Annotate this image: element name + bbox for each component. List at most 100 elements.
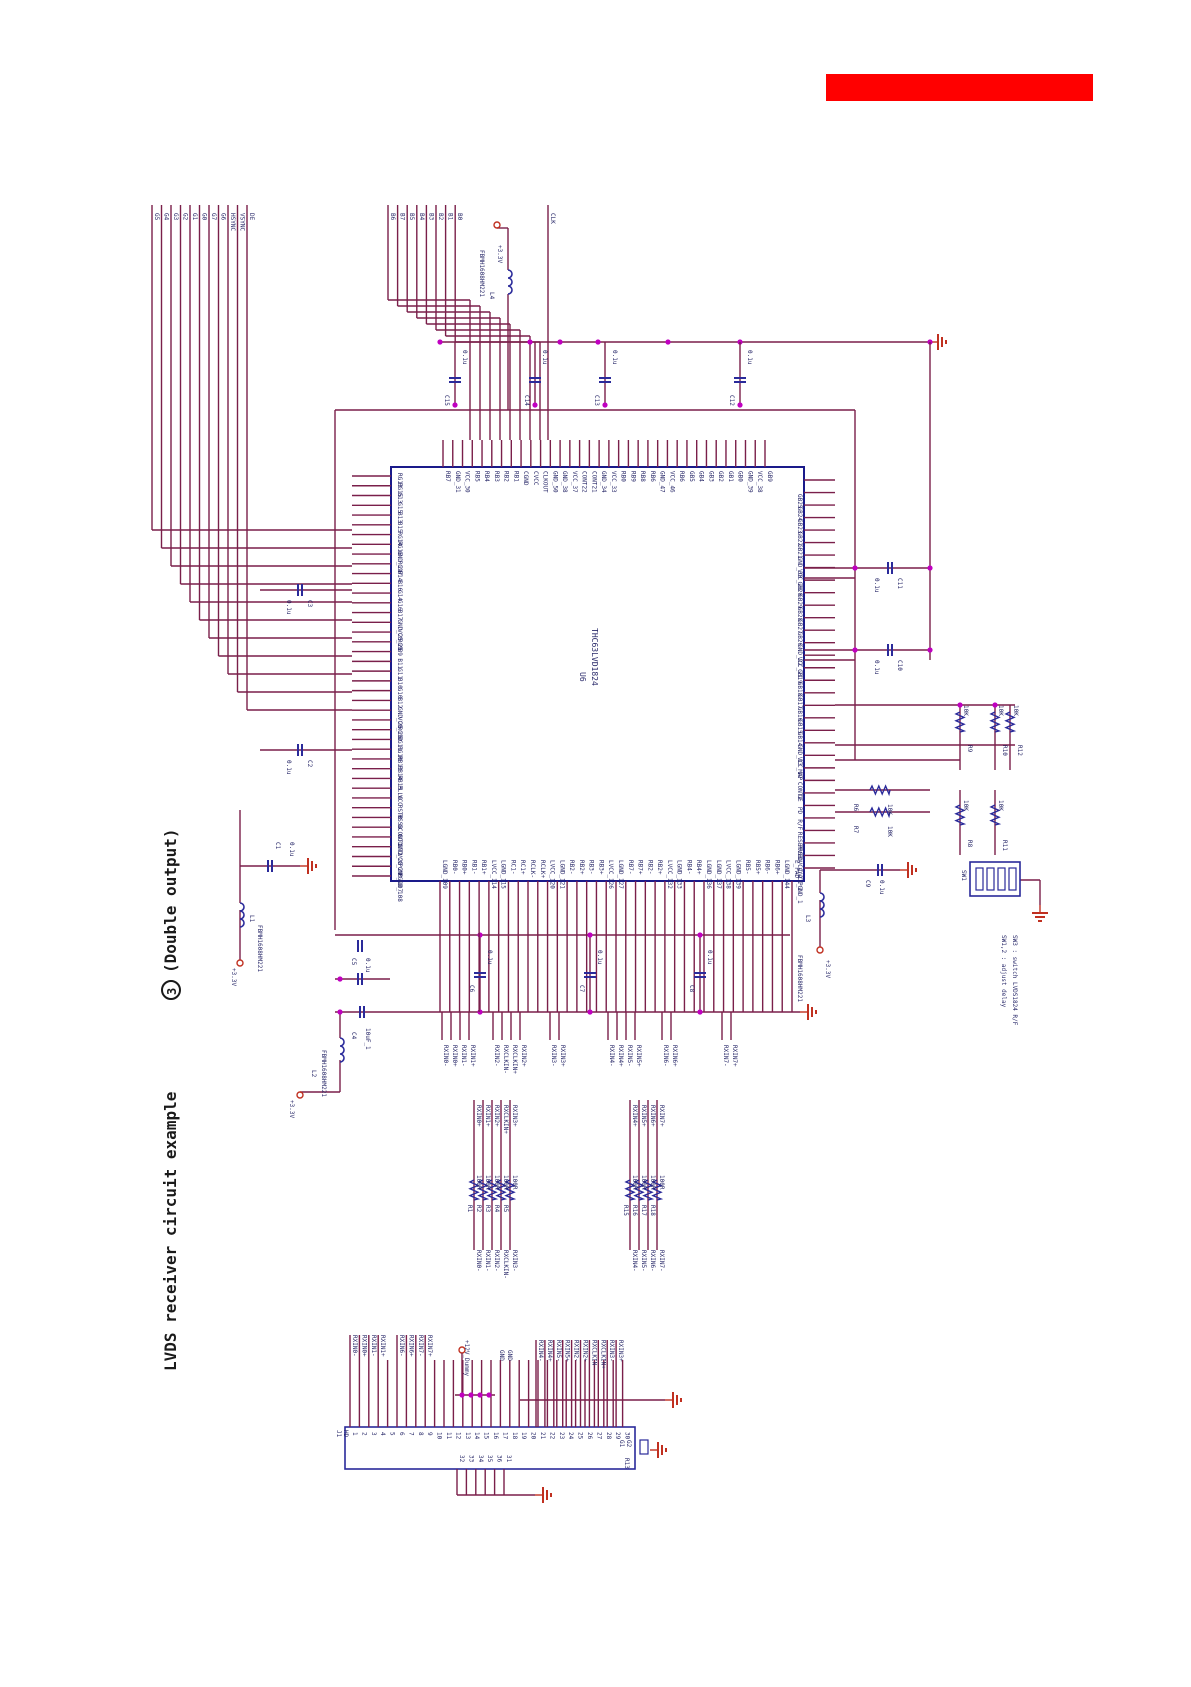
ic-pin-bottom-label: RB1- (470, 860, 477, 874)
power-label: +3.3V (496, 245, 503, 263)
ic-pin-bottom-label: RB7- (627, 860, 634, 874)
bus-net-label: G5 (153, 213, 160, 221)
connector-pin-number: 17 (501, 1432, 508, 1440)
ic-pin-right-label: GB15 (796, 719, 803, 734)
title-badge-circle (161, 980, 181, 1000)
ic-pin-bottom-label: LGND_121 (558, 860, 565, 889)
ferrite-part: FBMH1608HM221 (796, 955, 803, 1002)
bus-net-label: G3 (172, 213, 179, 221)
connector-net-label: RXIN1- (370, 1335, 377, 1357)
cap-value: 0.1u (873, 660, 880, 675)
termination-value: 100R (475, 1175, 482, 1190)
termination-value: 100R (493, 1175, 500, 1190)
ic-pin-top-label: GND_31 (454, 471, 461, 493)
power-label: +3.3V (288, 1100, 295, 1118)
resistor (989, 711, 1002, 733)
cap-ref: C6 (468, 985, 475, 993)
ic-pin-top-label: VCC_46 (668, 471, 675, 493)
ic-pin-bottom-label: LGND_144 (783, 860, 790, 889)
junction-dot (477, 932, 483, 938)
ic-pin-right-label: VCC_28 (796, 569, 803, 591)
cap-ref: C8 (688, 985, 695, 993)
ic-pin-left-label: RSTB (396, 805, 403, 820)
ground-symbol (800, 1004, 817, 1020)
cap-value: 0.1u (541, 350, 548, 365)
cap-ref: C1 (274, 842, 281, 850)
bus-net-label: B3 (427, 213, 434, 221)
junction-dot (852, 565, 858, 571)
bus-net-label: B0 (456, 213, 463, 221)
bus-net-label: HSYNC (229, 213, 236, 231)
ic-pin-bottom-label: RC1- (509, 860, 516, 874)
junction-dot (602, 402, 608, 408)
ic-pin-right-label: GB23 (796, 519, 803, 534)
resistor (642, 1179, 655, 1201)
connector-part: HD (342, 1430, 349, 1438)
bus-net-label: G7 (210, 213, 217, 221)
termination-net-bottom: RXIN7- (658, 1250, 665, 1272)
termination-net-bottom: RXIN6- (649, 1250, 656, 1272)
cap-value: 0.1u (285, 600, 292, 615)
power-label: +3.3V (824, 960, 831, 978)
termination-value: 100R (640, 1175, 647, 1190)
ic-pin-left-label: RG13 (396, 473, 403, 488)
ic-pin-bottom-label: LGND_137 (715, 860, 722, 889)
ic-pin-right-label: GND_13 (796, 744, 803, 766)
ic-ref: U6 (578, 672, 587, 682)
junction-dot (697, 1009, 703, 1015)
ic-pin-left-label: B17 (396, 610, 403, 621)
termination-ref: R16 (631, 1205, 638, 1216)
connector-pin-number: 13 (464, 1432, 471, 1440)
connector-pin-number: 5 (389, 1432, 396, 1436)
cap-ref: C12 (728, 395, 735, 406)
ic-pin-top-label: VCC_33 (610, 471, 617, 493)
ic-pin-left-label: G10 (396, 688, 403, 699)
termination-net-bottom: RXIN1- (484, 1250, 491, 1272)
ic-pin-top-label: RB0 (620, 471, 627, 482)
junction-dot (452, 402, 458, 408)
cap-value: 0.1u (611, 350, 618, 365)
lvds-net-label: RXCLKIN+ (511, 1045, 518, 1074)
lvds-net-label: RXIN0+ (451, 1045, 458, 1067)
resistor-value: 10K (886, 804, 893, 815)
junction-dot (737, 402, 743, 408)
bus-net-label: B7 (399, 213, 406, 221)
junction-dot (459, 1392, 465, 1398)
ic-pin-right-label: PGND_1 (796, 882, 803, 904)
ic-pin-bottom-label: LGND_136 (705, 860, 712, 889)
ic-pin-right-label: GB24 (796, 507, 803, 522)
junction-dot (992, 702, 998, 708)
connector-pin-number: 30 (624, 1432, 631, 1440)
termination-net-top: RXIN2+ (493, 1105, 500, 1127)
ic-pin-right-label: VCC_21 (796, 657, 803, 679)
title-badge: 3 (165, 988, 179, 995)
resistor-ref: R11 (1001, 840, 1008, 851)
ic-pin-left-label: PGND_107 (396, 863, 403, 892)
ic-pin-left-label: RG17 (396, 561, 403, 576)
bus-net-label: B1 (447, 213, 454, 221)
connector-net-label: RXCLKIN- (590, 1340, 597, 1369)
ic-pin-top-label: RB7 (444, 471, 451, 482)
ic-pin-top-label: GND_47 (659, 471, 666, 493)
ic-pin-bottom-label: LGND_127 (617, 860, 624, 889)
resistor-ref: R7 (852, 826, 859, 834)
resistor-ref: R10 (1001, 745, 1008, 756)
connector-pin-number: 23 (558, 1432, 565, 1440)
termination-net-top: RXIN3+ (511, 1105, 518, 1127)
cap-ref: C13 (593, 395, 600, 406)
connector-pin-number: 14 (473, 1432, 480, 1440)
ic-pin-right-label: GB27 (796, 619, 803, 634)
ic-pin-right-label: GB18 (796, 682, 803, 697)
connector-net-label: RXIN5- (555, 1340, 562, 1362)
termination-value: 100R (502, 1175, 509, 1190)
inductor (819, 892, 825, 918)
ic-pin-bottom-label: RB0- (451, 860, 458, 874)
resistor (495, 1179, 508, 1201)
ic-pin-top-label: RB4 (483, 471, 490, 482)
ic-pin-right-label: OE (796, 794, 803, 802)
ic-pin-left-label: B15 (396, 522, 403, 533)
ic-pin-left-label: B13 (396, 512, 403, 523)
